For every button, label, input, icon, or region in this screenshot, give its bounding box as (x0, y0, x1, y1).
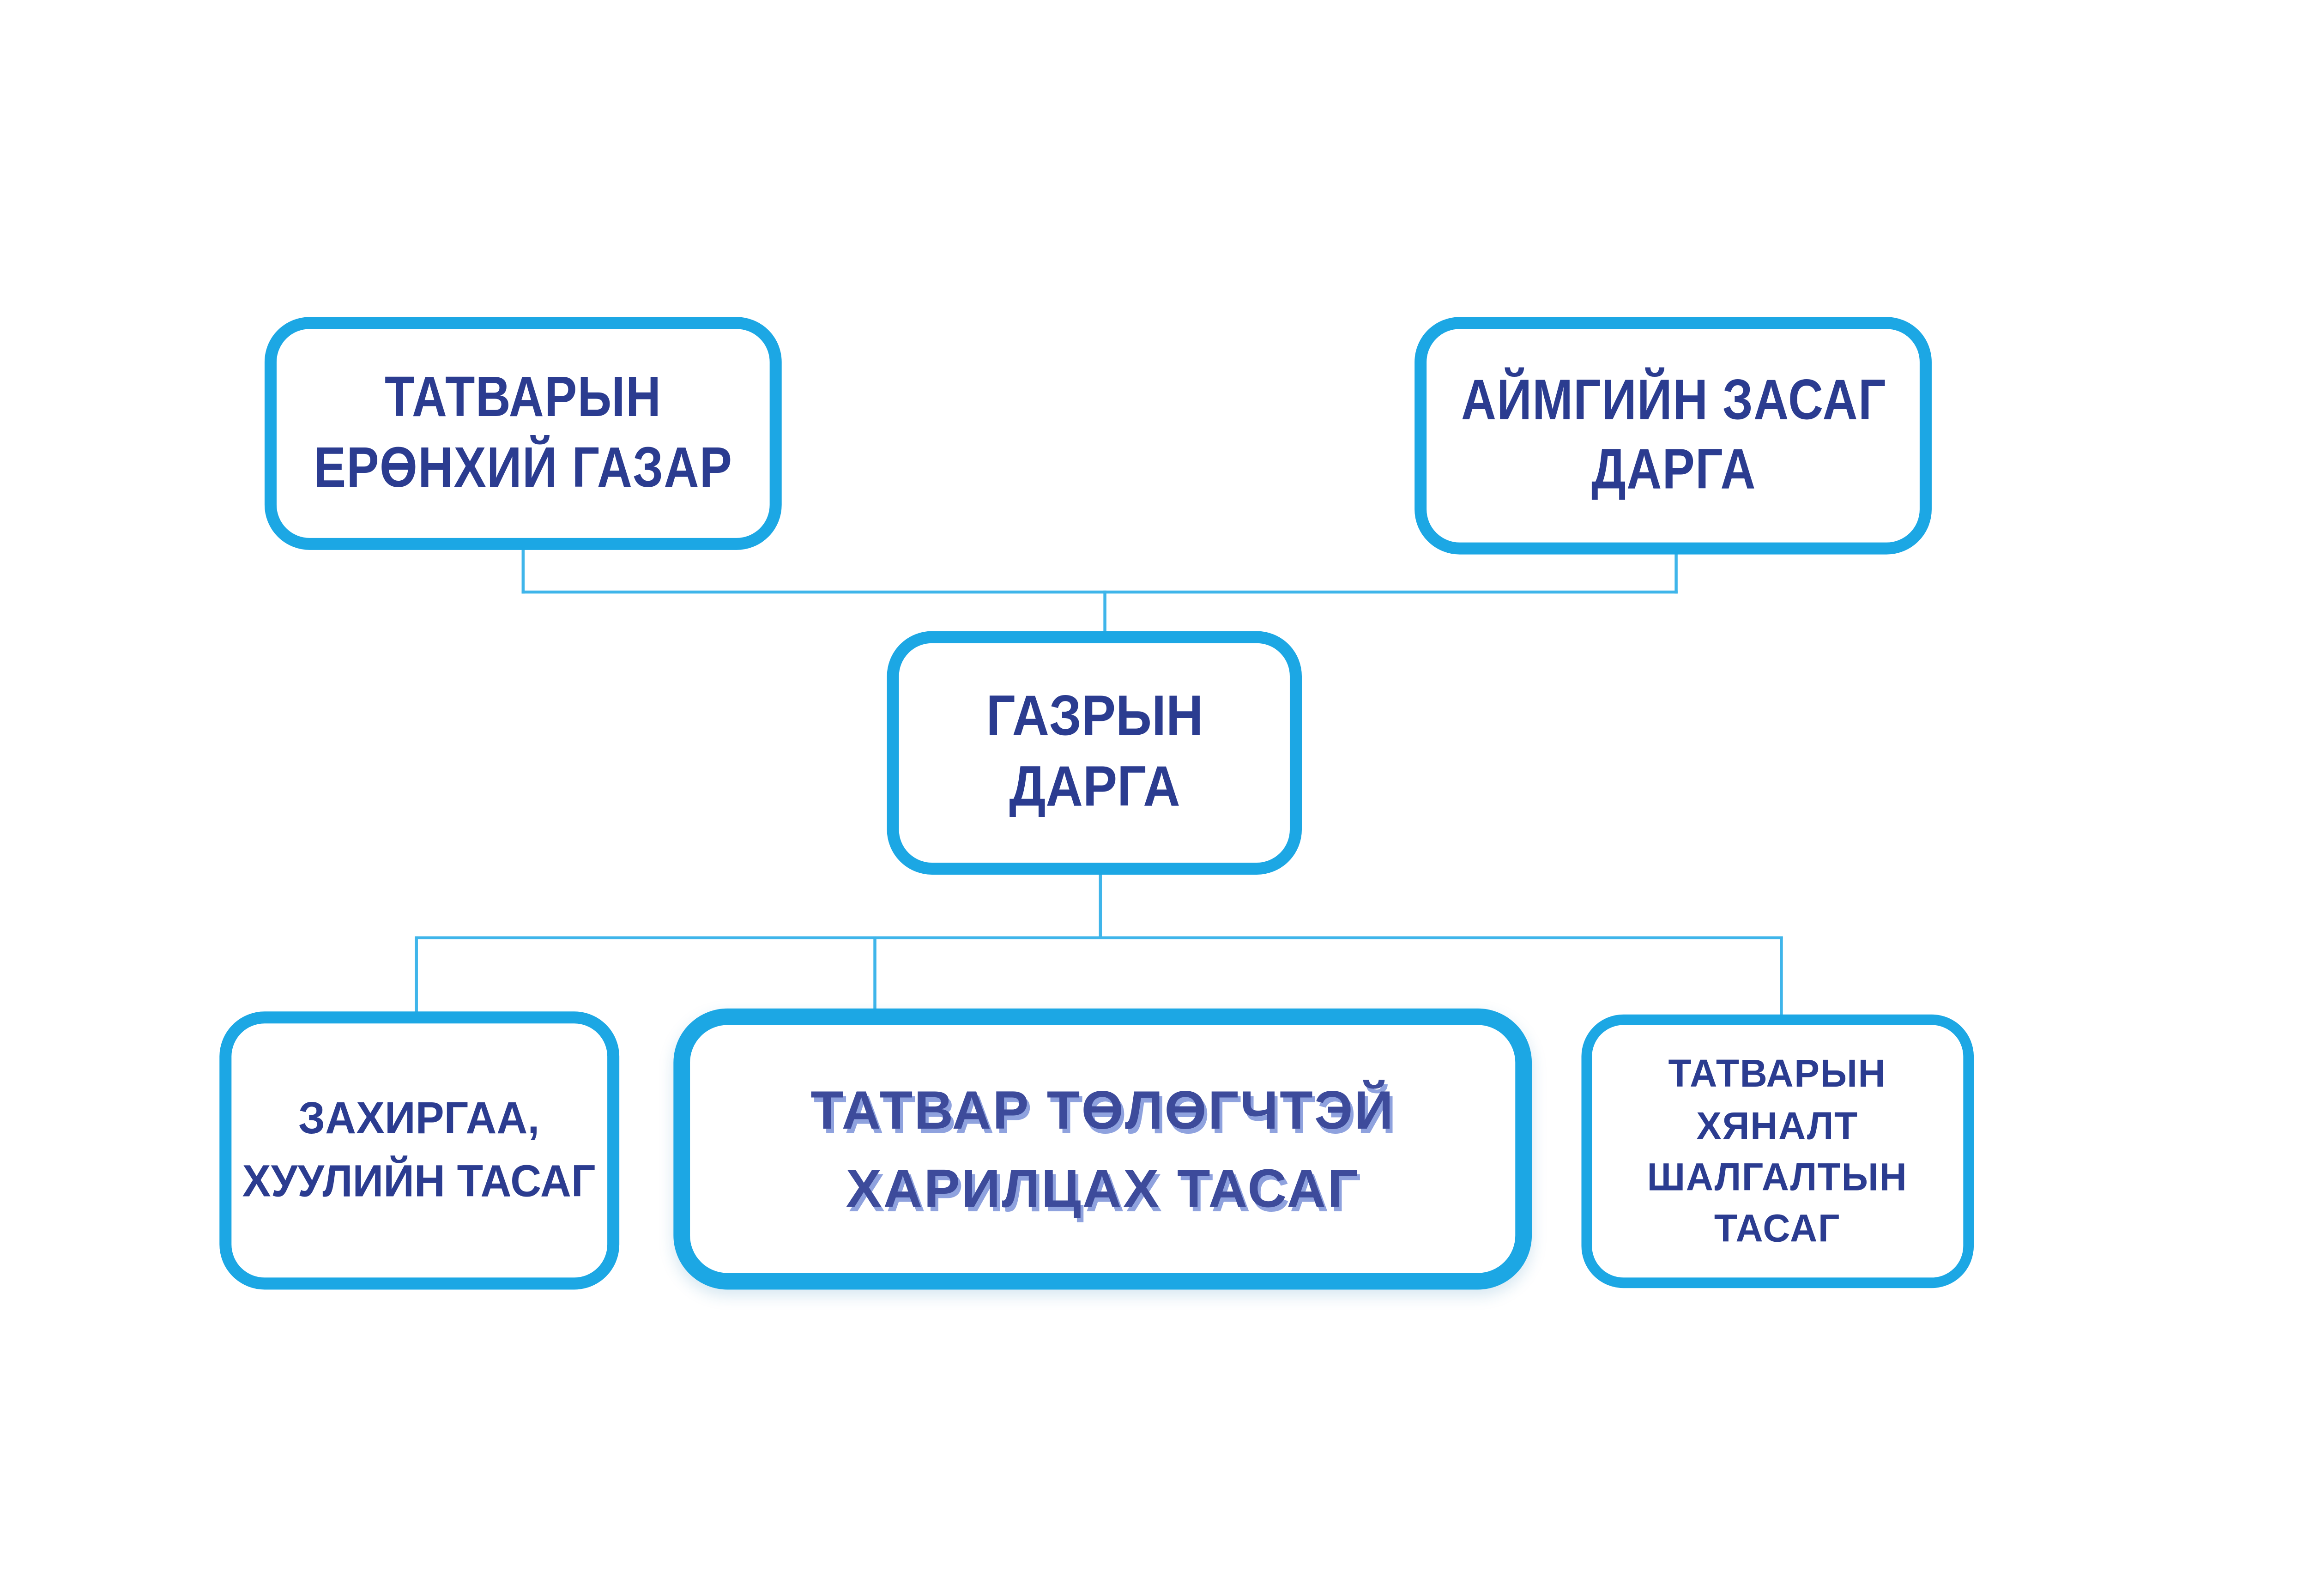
node-tax-general-department: ТАТВАРЫН ЕРӨНХИЙ ГАЗАР (264, 317, 782, 550)
connector-from-department-head (1099, 870, 1102, 939)
label-line: ДАРГА (1009, 756, 1180, 819)
label-line: ДАРГА (1590, 439, 1756, 502)
label-line: ТАТВАРЫН (1668, 1051, 1887, 1096)
node-administration-legal-division: ЗАХИРГАА, ХУУЛИЙН ТАСАГ (219, 1011, 620, 1290)
label-line: ЗАХИРГАА, (299, 1094, 540, 1144)
connector-tax-general-stub (521, 545, 525, 594)
label-line: ТАТВАР ТӨЛӨГЧТЭЙ (810, 1079, 1395, 1142)
node-tax-audit-division: ТАТВАРЫН ХЯНАЛТ ШАЛГАЛТЫН ТАСАГ (1581, 1014, 1974, 1288)
label-line: ХАРИЛЦАХ ТАСАГ (846, 1156, 1360, 1218)
node-department-head-label: ГАЗРЫН ДАРГА (986, 682, 1203, 824)
connector-to-department-head (1103, 590, 1106, 636)
node-tax-audit-division-label: ТАТВАРЫН ХЯНАЛТ ШАЛГАЛТЫН ТАСАГ (1647, 1048, 1908, 1255)
connector-bottom-horizontal (415, 936, 1783, 939)
org-chart-canvas: ТАТВАРЫН ЕРӨНХИЙ ГАЗАР АЙМГИЙН ЗАСАГ ДАР… (0, 221, 2309, 1375)
label-line: ЕРӨНХИЙ ГАЗАР (314, 436, 733, 500)
label-line: ГАЗРЫН (985, 685, 1203, 749)
node-administration-legal-division-label: ЗАХИРГАА, ХУУЛИЙН ТАСАГ (243, 1088, 596, 1213)
label-line: ХУУЛИЙН ТАСАГ (242, 1156, 596, 1206)
node-province-governor-label: АЙМГИЙН ЗАСАГ ДАРГА (1461, 366, 1886, 506)
label-line: АЙМГИЙН ЗАСАГ (1460, 369, 1886, 432)
connector-to-admin-legal (415, 936, 418, 1015)
label-line: ТАСАГ (1714, 1206, 1841, 1251)
label-line: ТАТВАРЫН (385, 367, 662, 430)
label-line: ШАЛГАЛТЫН (1647, 1154, 1908, 1200)
connector-governor-stub (1674, 550, 1678, 594)
connector-to-taxpayer-relations (873, 936, 876, 1015)
node-taxpayer-relations-division-label: ТАТВАР ТӨЛӨГЧТЭЙ ХАРИЛЦАХ ТАСАГ (810, 1072, 1395, 1226)
node-province-governor: АЙМГИЙН ЗАСАГ ДАРГА (1414, 317, 1932, 555)
node-taxpayer-relations-division-highlighted: ТАТВАР ТӨЛӨГЧТЭЙ ХАРИЛЦАХ ТАСАГ (673, 1008, 1532, 1290)
node-tax-general-department-label: ТАТВАРЫН ЕРӨНХИЙ ГАЗАР (314, 364, 732, 503)
label-line: ХЯНАЛТ (1696, 1102, 1859, 1148)
connector-top-horizontal (521, 590, 1678, 594)
connector-to-tax-audit (1780, 936, 1783, 1018)
node-department-head: ГАЗРЫН ДАРГА (887, 631, 1302, 875)
